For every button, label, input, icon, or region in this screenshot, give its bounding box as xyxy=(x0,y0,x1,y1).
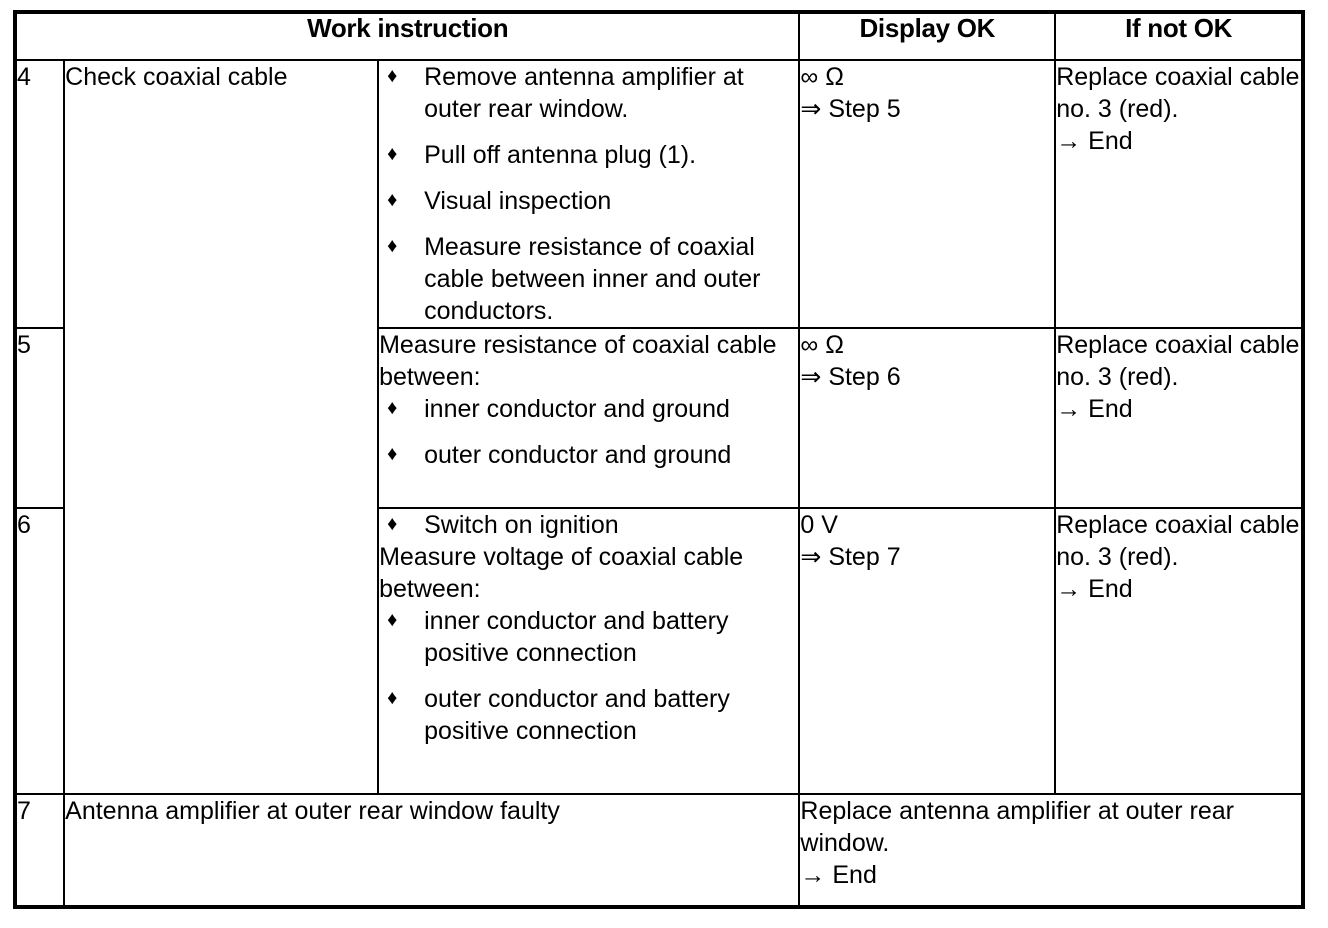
if-not-ok-next: → End xyxy=(1056,127,1133,155)
diamond-bullet-icon: ♦ xyxy=(387,687,398,709)
header-if-not-ok: If not OK xyxy=(1054,11,1304,61)
detail-bullet-list: ♦ inner conductor and ground ♦ outer con… xyxy=(379,393,798,471)
diamond-bullet-icon: ♦ xyxy=(387,235,398,257)
row-task-description: Antenna amplifier at outer rear window f… xyxy=(63,793,801,908)
list-item: ♦ Measure resistance of coaxial cable be… xyxy=(379,231,798,327)
list-item-label: Measure resistance of coaxial cable betw… xyxy=(424,233,761,325)
if-not-ok-next: → End xyxy=(1056,575,1133,603)
list-item-label: inner conductor and ground xyxy=(424,395,730,423)
diamond-bullet-icon: ♦ xyxy=(387,189,398,211)
table-row: 6 ♦ Switch on ignition Measure voltage o… xyxy=(13,507,1304,795)
detail-lead-bullet-list: ♦ Switch on ignition xyxy=(379,509,798,541)
row-display-ok: ∞ Ω ⇒ Step 5 xyxy=(798,59,1057,329)
diamond-bullet-icon: ♦ xyxy=(387,513,398,535)
list-item: ♦ Switch on ignition xyxy=(379,509,798,541)
row-detail-list: ♦ Switch on ignition Measure voltage of … xyxy=(377,507,801,795)
diamond-bullet-icon: ♦ xyxy=(387,143,398,165)
list-item: ♦ outer conductor and battery positive c… xyxy=(379,683,798,747)
row-if-not-ok: Replace coaxial cable no. 3 (red). → End xyxy=(1054,507,1304,795)
list-item-label: Remove antenna amplifier at outer rear w… xyxy=(424,63,744,123)
list-item: ♦ Pull off antenna plug (1). xyxy=(379,139,798,171)
list-item-label: inner conductor and battery positive con… xyxy=(424,607,729,667)
if-not-ok-next: → End xyxy=(1056,395,1133,423)
detail-bullet-list: ♦ Remove antenna amplifier at outer rear… xyxy=(379,61,798,327)
row-detail-list: Measure resistance of coaxial cable betw… xyxy=(377,327,801,509)
diamond-bullet-icon: ♦ xyxy=(387,65,398,87)
list-item-label: Visual inspection xyxy=(424,187,612,215)
header-work-instruction: Work instruction xyxy=(13,11,801,61)
display-ok-next-step: ⇒ Step 5 xyxy=(800,95,901,123)
header-display-ok: Display OK xyxy=(798,11,1057,61)
list-item-label: Switch on ignition xyxy=(424,511,619,539)
row-number: 6 xyxy=(13,507,66,795)
display-ok-value: 0 V xyxy=(800,511,838,539)
detail-bullet-list: ♦ inner conductor and battery positive c… xyxy=(379,605,798,747)
row-result: Replace antenna amplifier at outer rear … xyxy=(798,793,1304,908)
row-if-not-ok: Replace coaxial cable no. 3 (red). → End xyxy=(1054,59,1304,329)
detail-intro-text: Measure resistance of coaxial cable betw… xyxy=(379,331,777,391)
list-item: ♦ inner conductor and battery positive c… xyxy=(379,605,798,669)
table-row: 5 Measure resistance of coaxial cable be… xyxy=(13,327,1304,509)
row-display-ok: ∞ Ω ⇒ Step 6 xyxy=(798,327,1057,509)
row-display-ok: 0 V ⇒ Step 7 xyxy=(798,507,1057,795)
list-item: ♦ Visual inspection xyxy=(379,185,798,217)
list-item-label: outer conductor and ground xyxy=(424,441,732,469)
result-action: Replace antenna amplifier at outer rear … xyxy=(800,797,1235,857)
list-item: ♦ Remove antenna amplifier at outer rear… xyxy=(379,61,798,125)
display-ok-next-step: ⇒ Step 7 xyxy=(800,543,901,571)
work-instruction-table: Work instruction Display OK If not OK 4 … xyxy=(13,10,1305,909)
list-item: ♦ outer conductor and ground xyxy=(379,439,798,471)
diamond-bullet-icon: ♦ xyxy=(387,397,398,419)
row-if-not-ok: Replace coaxial cable no. 3 (red). → End xyxy=(1054,327,1304,509)
row-number: 7 xyxy=(13,793,66,908)
if-not-ok-action: Replace coaxial cable no. 3 (red). xyxy=(1056,63,1300,123)
display-ok-value: ∞ Ω xyxy=(800,331,844,359)
diamond-bullet-icon: ♦ xyxy=(387,609,398,631)
display-ok-value: ∞ Ω xyxy=(800,63,844,91)
row-task-description: Check coaxial cable xyxy=(63,59,380,795)
row-number: 4 xyxy=(13,59,66,329)
result-next: → End xyxy=(800,861,877,889)
row-number: 5 xyxy=(13,327,66,509)
table-row: 4 Check coaxial cable ♦ Remove antenna a… xyxy=(13,59,1304,795)
table-row: 7 Antenna amplifier at outer rear window… xyxy=(13,793,1304,908)
table-header-row: Work instruction Display OK If not OK xyxy=(13,11,1304,61)
if-not-ok-action: Replace coaxial cable no. 3 (red). xyxy=(1056,511,1300,571)
list-item: ♦ inner conductor and ground xyxy=(379,393,798,425)
diamond-bullet-icon: ♦ xyxy=(387,443,398,465)
list-item-label: outer conductor and battery positive con… xyxy=(424,685,730,745)
display-ok-next-step: ⇒ Step 6 xyxy=(800,363,901,391)
row-detail-list: ♦ Remove antenna amplifier at outer rear… xyxy=(377,59,801,329)
detail-intro-text: Measure voltage of coaxial cable between… xyxy=(379,543,744,603)
list-item-label: Pull off antenna plug (1). xyxy=(424,141,697,169)
if-not-ok-action: Replace coaxial cable no. 3 (red). xyxy=(1056,331,1300,391)
